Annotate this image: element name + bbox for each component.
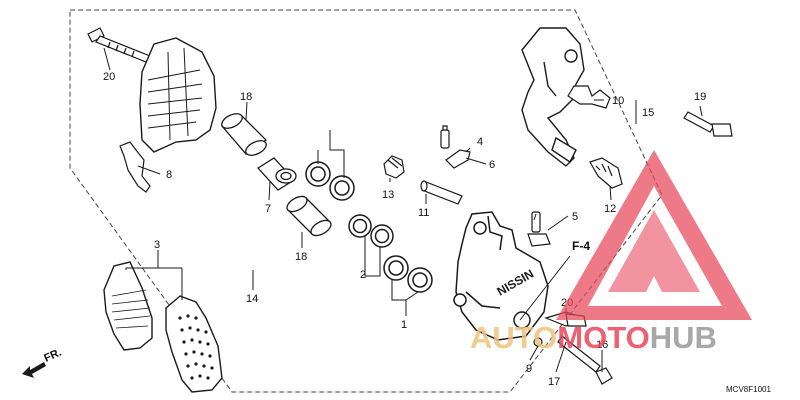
part-number-7: 7: [265, 203, 271, 215]
watermark-part2: MOTO: [557, 320, 649, 355]
part-number-5: 5: [572, 211, 578, 223]
piston-part-7: [256, 157, 297, 191]
caliper-bracket: [521, 27, 585, 167]
part-number-14: 14: [246, 293, 258, 305]
part-number-20-upper: 20: [103, 71, 115, 83]
part-number-6: 6: [489, 159, 495, 171]
part-number-8: 8: [166, 169, 172, 181]
caliper-housing: [453, 211, 549, 341]
ref-label: F-4: [572, 239, 590, 253]
pad-spring-part-10: [567, 85, 611, 109]
brake-pad-outer: [165, 295, 223, 393]
part-number-18-lower: 18: [295, 251, 307, 263]
boot-part-13: [383, 155, 405, 179]
part-number-2: 2: [360, 269, 366, 281]
sleeve-part-18-lower: [286, 195, 332, 237]
watermark-part1: AUTO: [470, 320, 557, 355]
part-number-17: 17: [548, 376, 560, 388]
part-number-4: 4: [477, 136, 483, 148]
leader-lines: [103, 47, 703, 373]
ref-label-leader: [519, 255, 571, 321]
part-number-10: 10: [612, 95, 624, 107]
part-number-18-upper: 18: [240, 91, 252, 103]
part-number-11: 11: [418, 207, 429, 219]
part-number-16: 16: [596, 339, 608, 351]
part-number-19: 19: [694, 91, 706, 103]
sleeve-part-11: [420, 180, 463, 205]
pad-hanger-cover: [139, 37, 217, 153]
assembly-outline: [69, 9, 663, 393]
part-number-1: 1: [401, 319, 407, 331]
seal-rings: [305, 161, 433, 293]
part-number-12: 12: [604, 203, 616, 215]
sleeve-part-18-upper: [220, 113, 268, 156]
watermark-logo: [556, 150, 752, 320]
part-number-9: 9: [526, 363, 532, 375]
diagram-code: MCV8F1001: [726, 385, 771, 394]
watermark-part3: HUB: [650, 320, 717, 355]
pin-part-12: [589, 157, 623, 189]
watermark-text: AUTOMOTOHUB: [470, 320, 717, 355]
part-number-13: 13: [382, 189, 394, 201]
bleeder-cap-part-6: [445, 149, 471, 169]
watermark-triangle: [556, 150, 752, 320]
part-number-3: 3: [154, 239, 160, 251]
pad-retainer-part-8: [119, 141, 151, 193]
front-direction-label: FR.: [42, 347, 63, 365]
bolt-part-19: [683, 111, 733, 137]
bleeder-valve-part-4: [440, 125, 450, 149]
plug-part-16: [595, 367, 613, 385]
bleeder-valve-part-5: [527, 211, 551, 247]
front-direction-arrow: [22, 362, 46, 378]
part-number-15: 15: [642, 107, 654, 119]
brake-pad-inner: [103, 261, 153, 351]
bolt-part-20-upper: [87, 27, 151, 63]
